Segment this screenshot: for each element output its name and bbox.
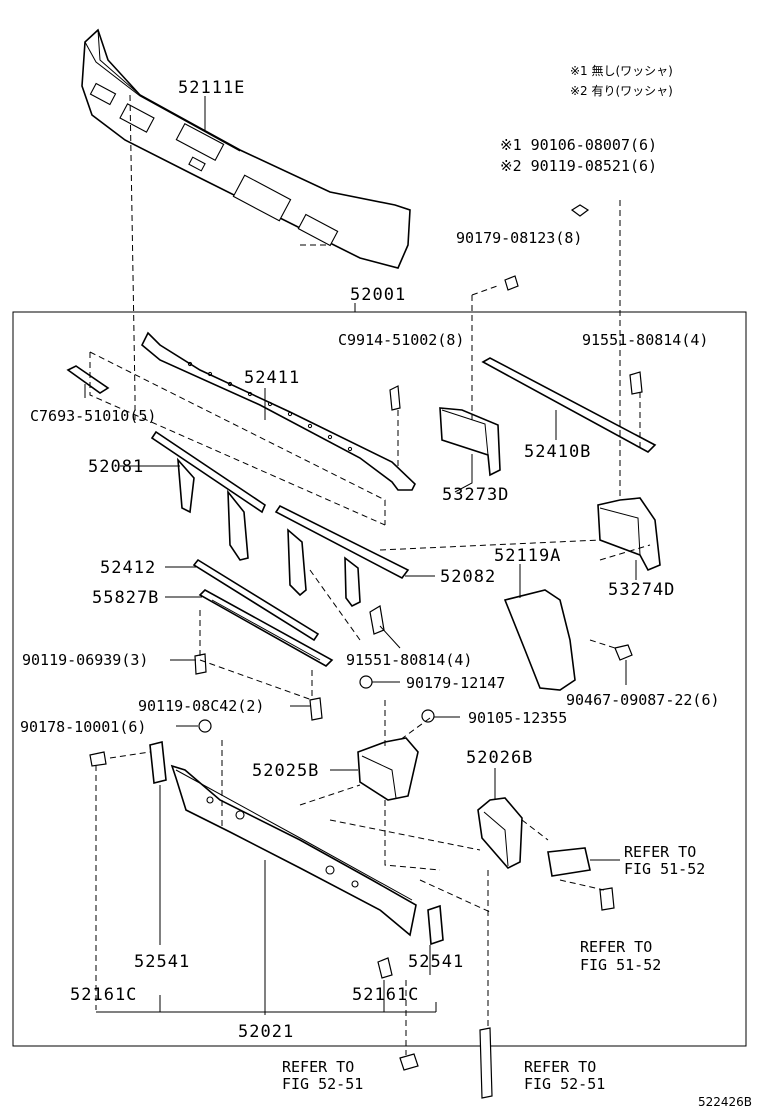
part-52021-beam[interactable]	[170, 764, 417, 937]
label-C9914: C9914-51002(8)	[338, 331, 464, 349]
leader-lines	[84, 96, 637, 1015]
label-52411: 52411	[244, 368, 300, 388]
refer-3-line-1: REFER TO	[282, 1058, 354, 1076]
label-52412: 52412	[100, 558, 156, 578]
label-90179-b: 90179-12147	[406, 674, 505, 692]
part-52026B-bracket[interactable]	[477, 797, 523, 869]
part-52082-bracket[interactable]	[274, 504, 410, 608]
part-52541-block-right[interactable]	[427, 904, 444, 946]
label-55827B: 55827B	[92, 588, 159, 608]
part-52081-bracket[interactable]	[150, 430, 266, 561]
part-C7693-plate[interactable]	[66, 365, 110, 394]
refer-4-line-2: FIG 52-51	[524, 1075, 605, 1093]
dashed-guides	[89, 94, 651, 1055]
part-52412-strip[interactable]	[192, 558, 320, 642]
part-53274D-bracket[interactable]	[597, 497, 661, 572]
part-52411-bar[interactable]	[141, 331, 416, 491]
label-91551-a: 91551-80814(4)	[582, 331, 708, 349]
label-90119-a: ※2 90119-08521(6)	[500, 157, 657, 175]
assembly-frame	[12, 311, 747, 1047]
label-53274D: 53274D	[608, 580, 675, 600]
label-52026B: 52026B	[466, 748, 533, 768]
label-52119A: 52119A	[494, 546, 561, 566]
refer-4-line-1: REFER TO	[524, 1058, 596, 1076]
label-90119-b: 90119-06939(3)	[22, 651, 148, 669]
part-52410B-strip[interactable]	[481, 357, 657, 453]
note-1: ※1 無し(ワッシャ)	[570, 63, 673, 78]
label-52541-a: 52541	[134, 952, 190, 972]
label-53273D: 53273D	[442, 485, 509, 505]
label-52541-b: 52541	[408, 952, 464, 972]
label-90467: 90467-09087-22(6)	[566, 691, 720, 709]
fastener-bolts	[89, 204, 643, 1099]
label-52161C-a: 52161C	[70, 985, 137, 1005]
part-52119A-guard[interactable]	[503, 589, 576, 691]
label-52082: 52082	[440, 567, 496, 587]
refer-2-line-2: FIG 51-52	[580, 956, 661, 974]
label-91551-b: 91551-80814(4)	[346, 651, 472, 669]
label-52111E: 52111E	[178, 78, 245, 98]
refer-2-line-1: REFER TO	[580, 938, 652, 956]
label-52001: 52001	[350, 285, 406, 305]
bumper-bar[interactable]	[81, 28, 411, 269]
part-52025B-bracket[interactable]	[357, 737, 419, 801]
refer-bracket-upper[interactable]	[547, 847, 591, 877]
label-52021: 52021	[238, 1022, 294, 1042]
refer-1-line-1: REFER TO	[624, 843, 696, 861]
part-52541-block-left[interactable]	[149, 741, 167, 784]
label-90179-a: 90179-08123(8)	[456, 229, 582, 247]
label-52025B: 52025B	[252, 761, 319, 781]
label-90105: 90105-12355	[468, 709, 567, 727]
figure-id: 522426B	[698, 1095, 752, 1109]
label-90178: 90178-10001(6)	[20, 718, 146, 736]
label-52161C-b: 52161C	[352, 985, 419, 1005]
label-C7693: C7693-51010(5)	[30, 407, 156, 425]
label-52081: 52081	[88, 457, 144, 477]
label-90119-c: 90119-08C42(2)	[138, 697, 264, 715]
label-90106: ※1 90106-08007(6)	[500, 136, 657, 154]
note-2: ※2 有り(ワッシャ)	[570, 84, 673, 98]
refer-3-line-2: FIG 52-51	[282, 1075, 363, 1093]
refer-1-line-2: FIG 51-52	[624, 860, 705, 878]
label-52410B: 52410B	[524, 442, 591, 462]
part-55827B-strip[interactable]	[198, 589, 334, 667]
part-53273D-bracket[interactable]	[439, 407, 501, 477]
